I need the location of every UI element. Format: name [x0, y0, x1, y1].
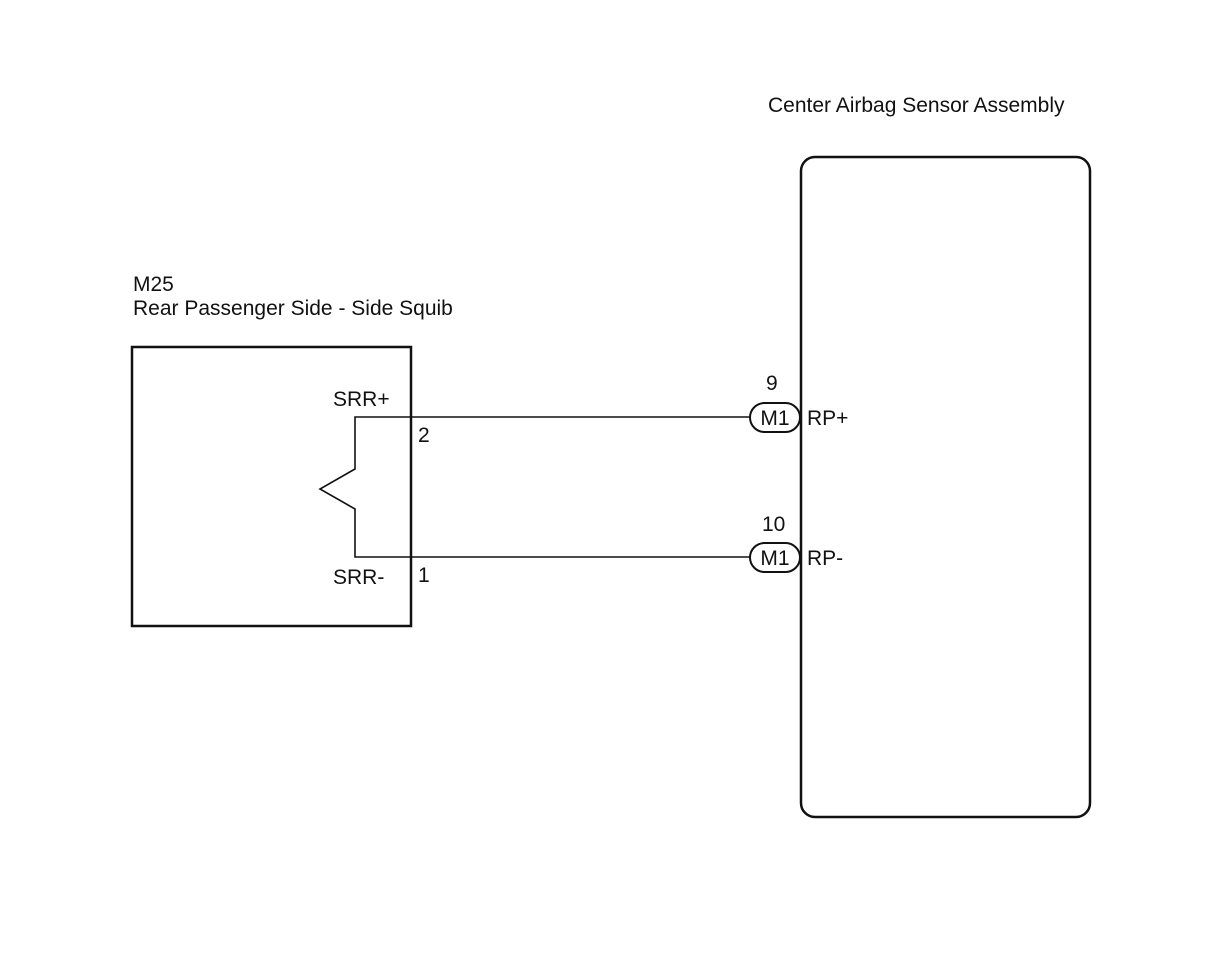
connector-m1-negative-label: M1: [760, 547, 789, 570]
squib-pin-number-positive: 2: [418, 424, 430, 447]
connector-m1-positive-label: M1: [760, 407, 789, 430]
connector-m1-positive: [749, 402, 801, 433]
sensor-assembly-box: [799, 155, 1092, 819]
sensor-assembly-title: Center Airbag Sensor Assembly: [768, 94, 1065, 117]
connector-m1-negative: [749, 542, 801, 573]
sensor-terminal-positive: RP+: [807, 407, 848, 430]
squib-pin-name-negative: SRR-: [333, 566, 384, 589]
sensor-terminal-negative: RP-: [807, 547, 843, 570]
sensor-pin-number-negative: 10: [762, 513, 785, 536]
sensor-pin-number-positive: 9: [766, 372, 778, 395]
squib-element-symbol: [318, 416, 411, 558]
squib-connector-id: M25: [133, 273, 174, 296]
squib-pin-number-negative: 1: [418, 564, 430, 587]
squib-title: Rear Passenger Side - Side Squib: [133, 297, 453, 320]
squib-box: [130, 345, 413, 628]
squib-pin-name-positive: SRR+: [333, 388, 390, 411]
